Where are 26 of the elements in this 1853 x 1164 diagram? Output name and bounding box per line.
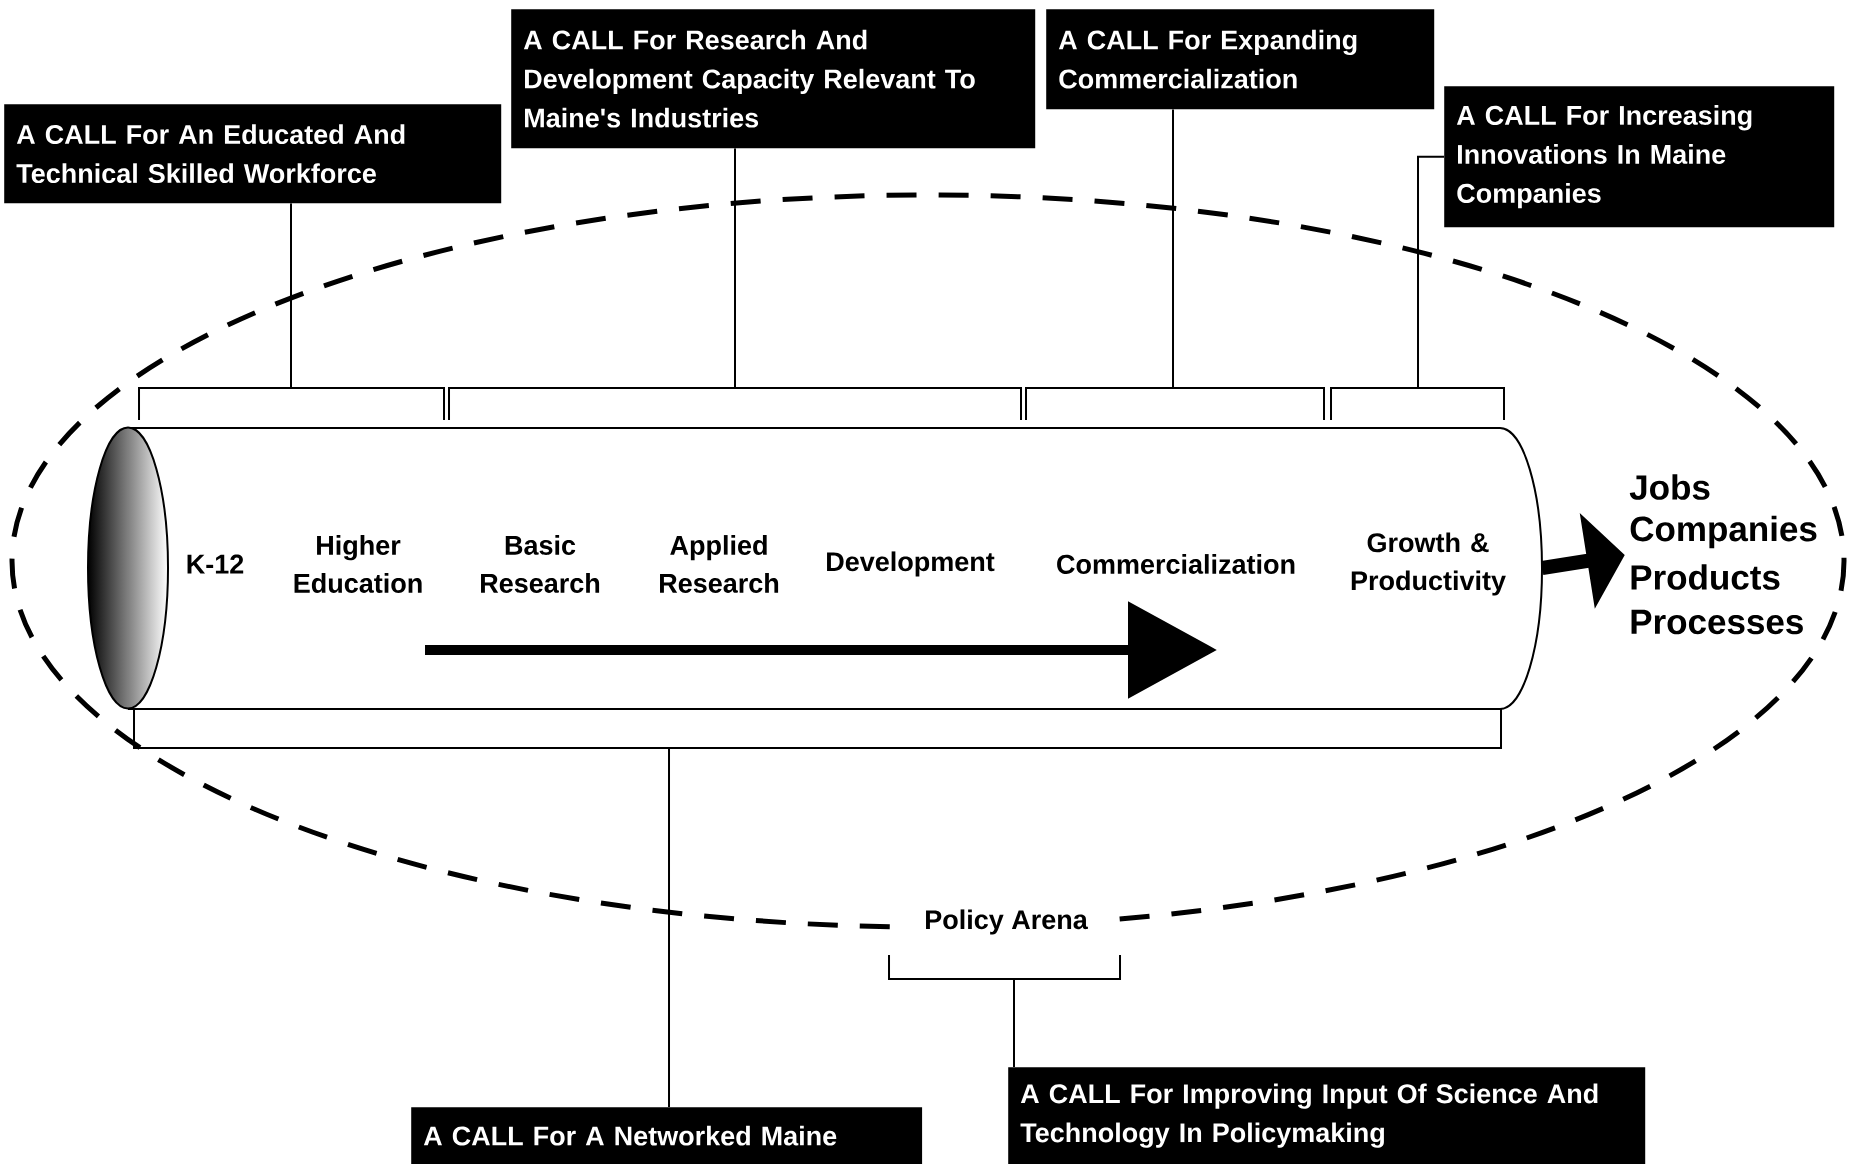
leader-line [290,202,292,389]
callout-box: A CALL For Improving Input Of Science And Technology In Policymaking [1008,1067,1646,1164]
outcome-label: Processes [1631,609,1803,635]
callout-box: A CALL For Expanding Commercialization [1046,9,1435,110]
leader-line [668,747,670,1108]
outcome-label: Companies [1630,515,1817,549]
callout-box: A CALL For An Educated And Technical Skilled Workforce [4,104,502,204]
callout-box: A CALL For Increasing Innovations In Maine Companies [1444,86,1835,228]
stage-label: K-12 [187,554,244,574]
stage-label: Growth & Productivity [1351,532,1506,596]
stage-label: Commercialization [1057,554,1295,574]
callout-box: A CALL For Research And Development Capacity Relevant To Maine's Industries [511,9,1036,149]
leader-line [1172,108,1174,389]
outcome-label: Products [1631,564,1780,590]
pipe [87,426,1543,710]
leader-line [1417,155,1445,389]
node-text: Jobs Companies Products Processes [1629,474,1817,635]
stage-label: Higher Education [294,535,422,593]
stage-label: Basic Research [481,535,600,593]
leader-line [1013,978,1015,1068]
outcome-label: Jobs [1629,474,1710,500]
ellipse-label: Policy Arena [908,901,1104,943]
leader-line [734,147,736,389]
stage-label: Applied Research [660,535,779,593]
callout-box: A CALL For A Networked Maine [411,1107,923,1164]
stage-label: Development [827,551,995,577]
